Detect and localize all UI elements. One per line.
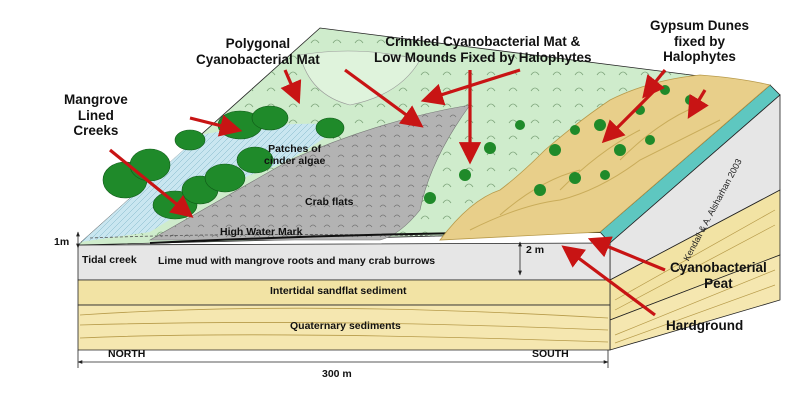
label-crab-flats: Crab flats — [305, 196, 354, 208]
label-high-water-mark: High Water Mark — [220, 226, 303, 238]
label-intertidal-sandflat: Intertidal sandflat sediment — [270, 285, 407, 297]
arrow-crinkled-mat-1 — [344, 68, 424, 128]
right-side-face — [599, 84, 781, 351]
label-lime-mud: Lime mud with mangrove roots and many cr… — [158, 255, 436, 267]
label-scale-2m: 2 m — [526, 244, 545, 256]
label-quaternary: Quaternary sediments — [290, 320, 401, 332]
label-south: SOUTH — [532, 348, 569, 360]
label-distance: 300 m — [322, 368, 352, 380]
arrow-peat — [587, 236, 666, 272]
arrow-crinkled-mat-3 — [420, 68, 521, 106]
label-cyanobacterial-peat: Cyanobacterial Peat — [670, 260, 767, 291]
halophyte-shrubs — [424, 85, 695, 204]
annotation-arrows — [108, 68, 709, 317]
gypsum-dunes — [439, 74, 771, 241]
label-mangrove-creeks: Mangrove Lined Creeks — [64, 92, 128, 139]
arrow-hardground — [561, 245, 656, 317]
label-crinkled-mat: Crinkled Cyanobacterial Mat & Low Mounds… — [374, 34, 592, 65]
arrow-polygonal-mat-2 — [189, 114, 243, 137]
label-north: NORTH — [108, 348, 146, 360]
arrow-gypsum-2 — [687, 89, 709, 119]
front-face — [77, 242, 611, 351]
label-polygonal-mat: Polygonal Cyanobacterial Mat — [196, 36, 320, 67]
scale-markers — [76, 231, 609, 368]
label-scale-1m: 1m — [54, 236, 70, 248]
label-hardground: Hardground — [666, 318, 744, 333]
arrow-mangrove-1 — [108, 148, 194, 218]
arrow-polygonal-mat — [280, 69, 302, 105]
arrow-gypsum-3 — [642, 69, 667, 99]
label-gypsum-dunes: Gypsum Dunes fixed by Halophytes — [650, 18, 750, 65]
label-tidal-creek: Tidal creek — [82, 254, 137, 266]
label-cinder-algae: Patches of cinder algae — [264, 143, 326, 168]
